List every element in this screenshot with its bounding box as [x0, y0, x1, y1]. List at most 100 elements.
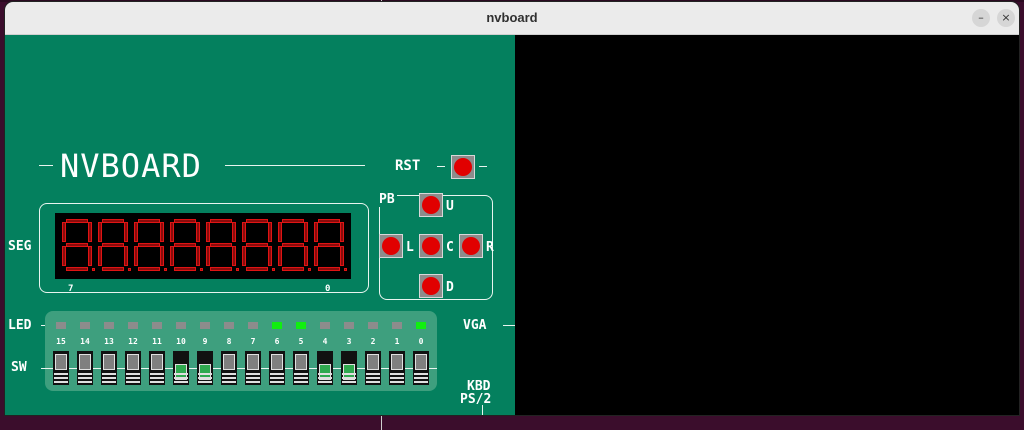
- switch-12[interactable]: [125, 351, 141, 385]
- switch-stripe: [342, 373, 356, 375]
- switch-stripe: [78, 377, 92, 379]
- switch-knob: [223, 354, 235, 370]
- switch-stripe: [150, 381, 164, 383]
- board-title: NVBOARD: [60, 147, 202, 185]
- switch-stripe: [198, 381, 212, 383]
- switch-stripe: [174, 377, 188, 379]
- switch-stripe: [318, 377, 332, 379]
- led-7: [248, 322, 258, 329]
- board-panel: NVBOARD RST SEG 7 0 PB U L C R: [5, 35, 515, 415]
- window-titlebar[interactable]: nvboard – ×: [5, 2, 1019, 35]
- switch-6[interactable]: [269, 351, 285, 385]
- switch-9[interactable]: [197, 351, 213, 385]
- switch-15[interactable]: [53, 351, 69, 385]
- switch-4[interactable]: [317, 351, 333, 385]
- led-index-4: 4: [322, 337, 328, 346]
- switch-stripe: [390, 373, 404, 375]
- led-index-10: 10: [176, 337, 186, 346]
- switch-stripe: [270, 381, 284, 383]
- switch-stripe: [54, 381, 68, 383]
- pb-right-cap: [462, 237, 480, 255]
- switch-stripe: [414, 381, 428, 383]
- led-index-11: 11: [152, 337, 162, 346]
- switch-stripe: [270, 377, 284, 379]
- switch-knob: [127, 354, 139, 370]
- ps2-label: PS/2: [460, 392, 492, 407]
- rst-button[interactable]: [451, 155, 475, 179]
- switch-stripe: [342, 377, 356, 379]
- minimize-button[interactable]: –: [972, 9, 990, 27]
- led-index-13: 13: [104, 337, 114, 346]
- led-2: [368, 322, 378, 329]
- switch-1[interactable]: [389, 351, 405, 385]
- switch-7[interactable]: [245, 351, 261, 385]
- title-rule-right: [225, 165, 365, 166]
- led-12: [128, 322, 138, 329]
- switch-knob: [175, 364, 187, 380]
- switch-8[interactable]: [221, 351, 237, 385]
- pb-left-button[interactable]: [379, 234, 403, 258]
- vga-screen: [515, 35, 1019, 415]
- seven-segment-display: [55, 213, 351, 279]
- pb-center-button[interactable]: [419, 234, 443, 258]
- switch-13[interactable]: [101, 351, 117, 385]
- seg-digit-2: [241, 219, 275, 271]
- led-13: [104, 322, 114, 329]
- pb-right-button[interactable]: [459, 234, 483, 258]
- switch-stripe: [294, 373, 308, 375]
- switch-stripe: [318, 373, 332, 375]
- led-index-14: 14: [80, 337, 90, 346]
- switch-stripe: [222, 381, 236, 383]
- close-button[interactable]: ×: [997, 9, 1015, 27]
- switch-stripe: [54, 377, 68, 379]
- led-10: [176, 322, 186, 329]
- led-index-7: 7: [250, 337, 256, 346]
- pb-center-cap: [422, 237, 440, 255]
- ps2-rule: [482, 405, 483, 415]
- led-3: [344, 322, 354, 329]
- led-index-2: 2: [370, 337, 376, 346]
- switch-knob: [247, 354, 259, 370]
- switch-stripe: [366, 377, 380, 379]
- switch-stripe: [198, 377, 212, 379]
- pb-down-button[interactable]: [419, 274, 443, 298]
- switch-knob: [199, 364, 211, 380]
- switch-stripe: [342, 381, 356, 383]
- switch-knob: [367, 354, 379, 370]
- nvboard-window: nvboard – × NVBOARD RST SEG 7 0 PB: [5, 2, 1019, 415]
- switch-stripe: [294, 377, 308, 379]
- led-index-3: 3: [346, 337, 352, 346]
- pb-label: PB: [379, 192, 397, 207]
- title-rule-left: [39, 165, 53, 166]
- switch-stripe: [126, 377, 140, 379]
- switch-11[interactable]: [149, 351, 165, 385]
- rst-rule-right: [479, 166, 487, 167]
- switch-stripe: [414, 373, 428, 375]
- switch-stripe: [294, 381, 308, 383]
- switch-stripe: [102, 373, 116, 375]
- pb-up-button[interactable]: [419, 193, 443, 217]
- switch-knob: [295, 354, 307, 370]
- switch-3[interactable]: [341, 351, 357, 385]
- pb-center-label: C: [446, 240, 454, 255]
- switch-14[interactable]: [77, 351, 93, 385]
- switch-knob: [415, 354, 427, 370]
- switch-stripe: [174, 373, 188, 375]
- led-index-6: 6: [274, 337, 280, 346]
- switch-stripe: [126, 373, 140, 375]
- led-index-8: 8: [226, 337, 232, 346]
- switch-knob: [103, 354, 115, 370]
- switch-2[interactable]: [365, 351, 381, 385]
- switch-stripe: [150, 377, 164, 379]
- switch-stripe: [246, 373, 260, 375]
- switch-10[interactable]: [173, 351, 189, 385]
- switch-stripe: [318, 381, 332, 383]
- switch-stripe: [198, 373, 212, 375]
- switch-stripe: [270, 373, 284, 375]
- rst-rule-left: [437, 166, 445, 167]
- rst-button-cap: [454, 158, 472, 176]
- sw-label: SW: [11, 360, 27, 375]
- switch-stripe: [102, 381, 116, 383]
- switch-0[interactable]: [413, 351, 429, 385]
- switch-5[interactable]: [293, 351, 309, 385]
